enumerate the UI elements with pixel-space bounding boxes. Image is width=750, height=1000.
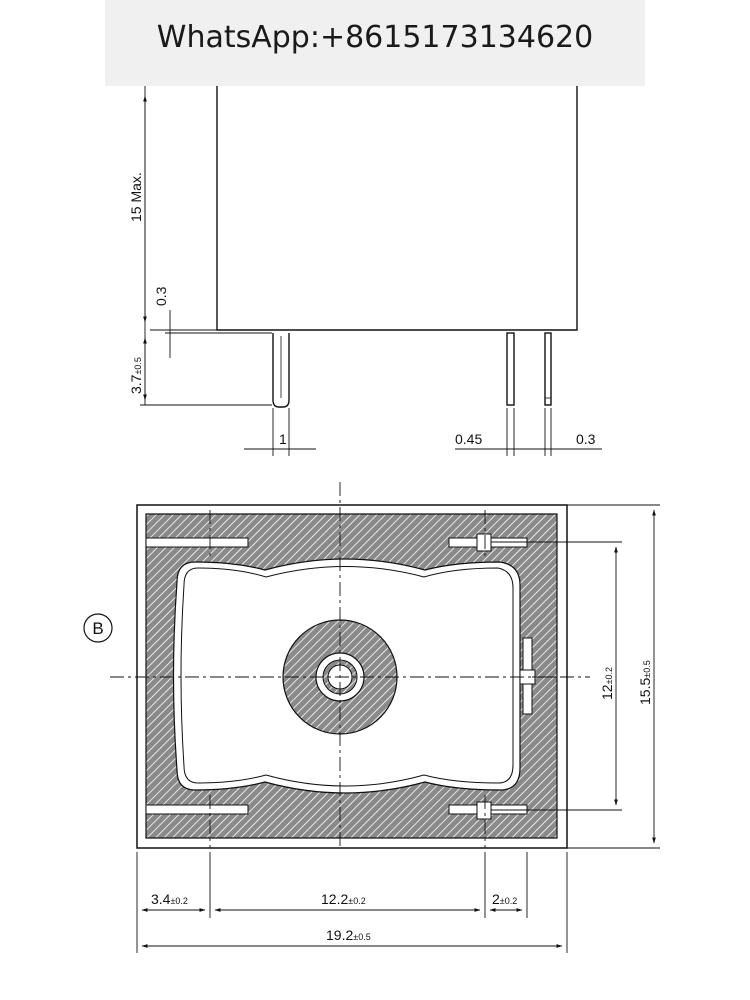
pin-pad-bottom-right <box>476 801 492 820</box>
dim-right-offset: 2±0.2 <box>492 891 517 907</box>
cert-symbol-circle <box>83 613 113 643</box>
dim-overall-width: 19.2±0.5 <box>326 927 371 943</box>
dim-left-offset-main: 3.4 <box>151 891 171 907</box>
cert-symbol-letter: B <box>92 619 103 638</box>
dim-right-offset-tol: ±0.2 <box>500 896 517 906</box>
pin-pad-top-right <box>476 533 492 552</box>
dim-pin-thickness: 0.45 <box>455 431 482 447</box>
dim-pin-length-tol: ±0.5 <box>133 357 143 374</box>
outer-frame <box>136 504 568 849</box>
dim-overall-width-main: 19.2 <box>326 927 353 943</box>
dim-height-main: 15.5 <box>637 678 653 705</box>
dim-pitch-vertical: 12±0.2 <box>599 667 615 700</box>
dim-pitch-vertical-main: 12 <box>599 684 615 700</box>
bottom-view: B <box>83 482 660 953</box>
dim-pin-length: 3.7±0.5 <box>128 357 144 394</box>
watermark-text: WhatsApp:+8615173134620 <box>156 20 594 55</box>
side-view-labels: 15 Max. 0.3 3.7±0.5 1 0.45 0.3 <box>128 172 596 447</box>
dim-pin-gap: 0.3 <box>576 431 596 447</box>
dim-height-max: 15 Max. <box>128 172 144 222</box>
dim-pin-length-main: 3.7 <box>128 374 144 394</box>
dim-mid-pitch-tol: ±0.2 <box>348 896 365 906</box>
left-pin <box>272 333 290 408</box>
relay-body-outline <box>216 86 578 331</box>
dim-right-offset-main: 2 <box>492 891 500 907</box>
watermark-banner: WhatsApp:+8615173134620 <box>105 0 645 86</box>
pin-slot-top-left <box>145 537 249 548</box>
right-pin-1 <box>506 332 515 406</box>
bottom-view-labels: 12±0.2 15.5±0.5 3.4±0.2 12.2±0.2 2±0.2 1… <box>151 660 653 943</box>
dim-height-tol: ±0.5 <box>642 660 652 677</box>
dim-mid-pitch: 12.2±0.2 <box>321 891 366 907</box>
dim-left-offset: 3.4±0.2 <box>151 891 188 907</box>
dim-pin-width: 1 <box>279 431 287 447</box>
dim-overall-width-tol: ±0.5 <box>353 932 370 942</box>
right-pin-2 <box>544 332 552 406</box>
dim-left-offset-tol: ±0.2 <box>170 896 187 906</box>
dim-pitch-vertical-tol: ±0.2 <box>604 667 614 684</box>
side-view <box>140 86 602 456</box>
cavity-inner-line <box>180 566 514 787</box>
dim-standoff: 0.3 <box>153 286 169 306</box>
dim-mid-pitch-main: 12.2 <box>321 891 348 907</box>
dim-height: 15.5±0.5 <box>637 660 653 705</box>
pin-slot-bottom-left <box>145 804 249 815</box>
